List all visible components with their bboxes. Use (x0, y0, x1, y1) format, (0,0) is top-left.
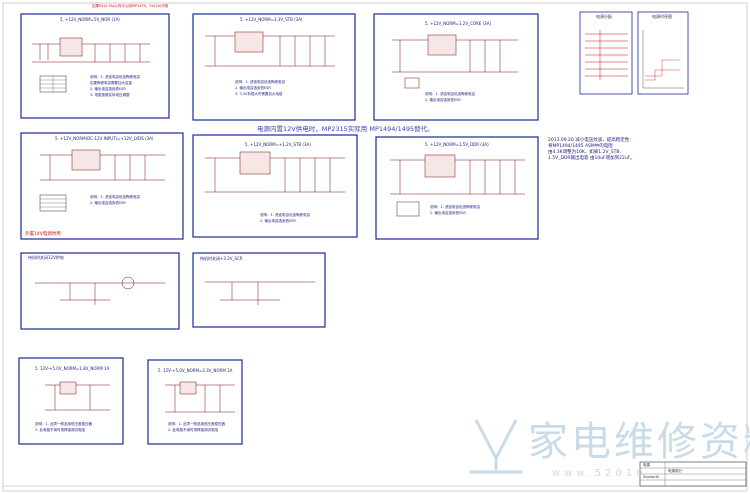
power-distribution-panel: 电源分配 (579, 11, 633, 95)
block-1v2-stb: 5. +12V_NORM=+1.2V_STB (3A) 说明：1. 滤波电容优选… (192, 134, 358, 238)
note-line: 说明：1. 滤波电容优选陶瓷电容 (430, 204, 480, 209)
revision-note: 2013.09.20 减小电压纹波，提高稳定性： 将MP1494/1495 AS… (548, 136, 635, 161)
note-line: 2. 输出电容选用低ESR (260, 218, 296, 223)
block-title: 5. +12V_NORM=3.3V_STB (3A) (240, 17, 303, 22)
panel-title: 电源时序图 (652, 13, 672, 19)
watermark: 家电维修资料网 www.52010 (470, 419, 750, 479)
note-line: 2. 输出电容选用低ESR (235, 85, 271, 90)
note-line: 如果陶瓷电容需要加大容量 (90, 80, 132, 85)
block-title: 5. 12V-+5.0V_NORM=1.8V_NORM 1A (35, 366, 110, 371)
center-note: 电源内置12V供电时，MP2315实际用 MP1494/1495替代。 (257, 124, 434, 133)
block-title: 5. +12V_NORM=1.2V_CORE (3A) (425, 21, 491, 26)
revision-line: 将MP1494/1495 ASM中的电阻 (548, 142, 613, 149)
note-line: 说明：1. 滤波电容优选陶瓷电容 (90, 194, 140, 199)
company-name: Skyworth (643, 475, 659, 479)
note-line: 说明：1. 此项一般选用低压差稳压器 (168, 421, 225, 426)
title-row: 电源部分 (668, 468, 682, 473)
block-1v2-core: 5. +12V_NORM=1.2V_CORE (3A) 说明：1. 滤波电容优选… (373, 13, 539, 121)
block-title: 待机时关闭+3.3V_SCR (200, 255, 243, 261)
note-line: 2. 输出电容选用低ESR (425, 97, 461, 102)
note-line: 2. 输出电容选用低ESR (90, 200, 126, 205)
block-12v-lvds: 5. +12V_NORM(DC-12V INPUT)=+12V_LVDS (3A… (20, 132, 184, 240)
book-logo-icon (470, 419, 522, 474)
revision-line: 2013.09.20 减小电压纹波，提高稳定性： (548, 136, 634, 143)
red-note: 如果5V(0.5A)以内可以用MP1470，5V(1A)可用 (92, 3, 169, 8)
note-line: 2. 此电路不用时请焊接调试电阻 (168, 427, 218, 432)
block-title: 5. +12V_NORM=5V_NOR (1A) (60, 17, 120, 22)
block-title: 5. +12V_NORM=+1.2V_STB (3A) (245, 142, 311, 147)
panel-title: 电源分配 (596, 13, 612, 19)
watermark-text: 家电维修资料网 (528, 419, 750, 465)
power-sequence-panel: 电源时序图 (637, 11, 689, 95)
block-5v-norm: 5. +12V_NORM=5V_NOR (1A) 如果5V(0.5A)以内可以用… (20, 3, 170, 119)
block-title: 5. +12V_NORM(DC-12V INPUT)=+12V_LVDS (3A… (55, 136, 154, 141)
note-line: 说明：1. 滤波电容优选陶瓷电容 (260, 212, 310, 217)
block-title: 待机时关闭12V供电 (28, 254, 64, 260)
title-block: 电源 Skyworth 电源部分 (639, 461, 747, 487)
revision-line: 由4.3K调整为10K，如果1.2V_STB, (548, 148, 621, 155)
note-line: 2. 此电路不用时请焊接调试电阻 (35, 427, 85, 432)
note-line: 说明：1. 滤波电容优选陶瓷电容 (425, 91, 475, 96)
note-line: 2. 输出电容选用低ESR (430, 210, 466, 215)
note-line: 3. 3.3V负载大时需要加大电感 (235, 91, 283, 96)
note-line: 说明：1. 此项一般选用低压差稳压器 (35, 421, 92, 426)
block-title: 5. 12V-+5.0V_NORM=3.3V_NORM 1A (158, 368, 233, 373)
red-note: 外置14V电源时用 (25, 230, 61, 237)
block-standby-3v3-off: 待机时关闭+3.3V_SCR (192, 252, 326, 328)
note-line: 3. 电阻按照实际电压调整 (90, 92, 130, 97)
revision-line: 1.5V_DDR输出电容 由10uF增加到22uF。 (548, 154, 635, 161)
note-line: 说明：1. 滤波电容优选陶瓷电容 (235, 79, 285, 84)
block-1v8-norm: 5. 12V-+5.0V_NORM=1.8V_NORM 1A 说明：1. 此项一… (18, 357, 124, 445)
block-title: 5. +12V_NORM=1.5V_DDR (3A) (425, 142, 489, 147)
block-standby-12v-off: 待机时关闭12V供电 (20, 252, 180, 330)
note-line: 2. 输出电容选用低ESR (90, 86, 126, 91)
watermark-url: www.52010 (552, 468, 647, 479)
block-3v3-norm: 5. 12V-+5.0V_NORM=3.3V_NORM 1A 说明：1. 此项一… (147, 359, 243, 445)
title-row: 电源 (643, 462, 651, 467)
block-3v3-stb: 5. +12V_NORM=3.3V_STB (3A) 说明：1. 滤波电容优选陶… (192, 13, 356, 121)
block-1v5-ddr: 5. +12V_NORM=1.5V_DDR (3A) 说明：1. 滤波电容优选陶… (375, 136, 539, 240)
note-line: 说明：1. 滤波电容优选陶瓷电容 (90, 74, 140, 79)
